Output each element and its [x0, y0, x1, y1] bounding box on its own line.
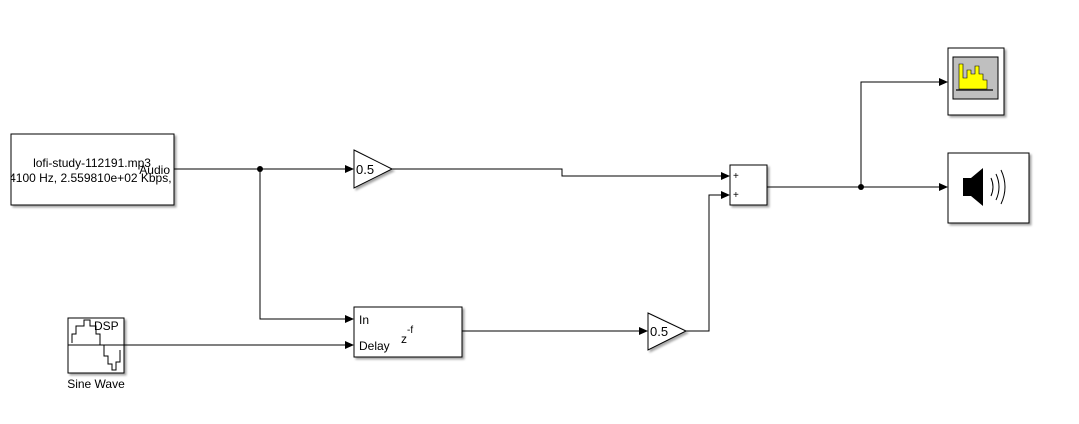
audio-port-label: Audio [139, 163, 170, 177]
arrowhead [939, 78, 948, 86]
signal-line-gain2-to-sum[interactable] [686, 194, 721, 332]
spectrum-bars-icon [958, 63, 988, 90]
arrowhead [345, 341, 354, 349]
delay-in-port-label: In [359, 313, 369, 327]
signal-line-sum-to-spectrum[interactable] [860, 81, 939, 187]
audio-device-writer-block[interactable] [947, 152, 1030, 224]
from-multimedia-file-block[interactable]: lofi-study-112191.mp3 44100 Hz, 2.559810… [2, 133, 175, 206]
speaker-icon [963, 168, 1006, 206]
delay-delay-port-label: Delay [359, 339, 390, 353]
signal-line-gain-to-sum[interactable] [392, 168, 721, 177]
delay-symbol-exponent: -f [407, 325, 413, 336]
arrowhead [721, 191, 730, 199]
gain-block-bottom[interactable]: 0.5 [647, 312, 688, 351]
signal-lines [124, 78, 948, 349]
arrowhead [639, 327, 648, 335]
gain-bottom-value: 0.5 [650, 324, 668, 339]
dsp-badge: DSP [94, 319, 119, 333]
spectrum-analyzer-block[interactable] [947, 47, 1005, 116]
sine-wave-block-name: Sine Wave [67, 377, 125, 391]
sum-port2-sign: + [733, 190, 739, 201]
signal-line-source-to-delay-in[interactable] [259, 169, 345, 320]
delay-symbol: z [401, 332, 407, 346]
arrowhead [939, 183, 948, 191]
sum-block[interactable]: + + [729, 164, 768, 206]
gain-top-value: 0.5 [356, 162, 374, 177]
arrowhead [345, 315, 354, 323]
gain-block-top[interactable]: 0.5 [353, 149, 394, 189]
sum-port1-sign: + [733, 171, 739, 182]
file-name-label: lofi-study-112191.mp3 [33, 156, 151, 170]
arrowhead [721, 172, 730, 180]
sine-wave-block[interactable]: DSP Sine Wave [67, 317, 125, 391]
arrowhead [345, 165, 354, 173]
variable-delay-block[interactable]: In Delay z -f [353, 306, 463, 358]
file-info-label: 44100 Hz, 2.559810e+02 Kbps, [2, 171, 171, 185]
sine-wave-stair-icon [71, 319, 121, 371]
